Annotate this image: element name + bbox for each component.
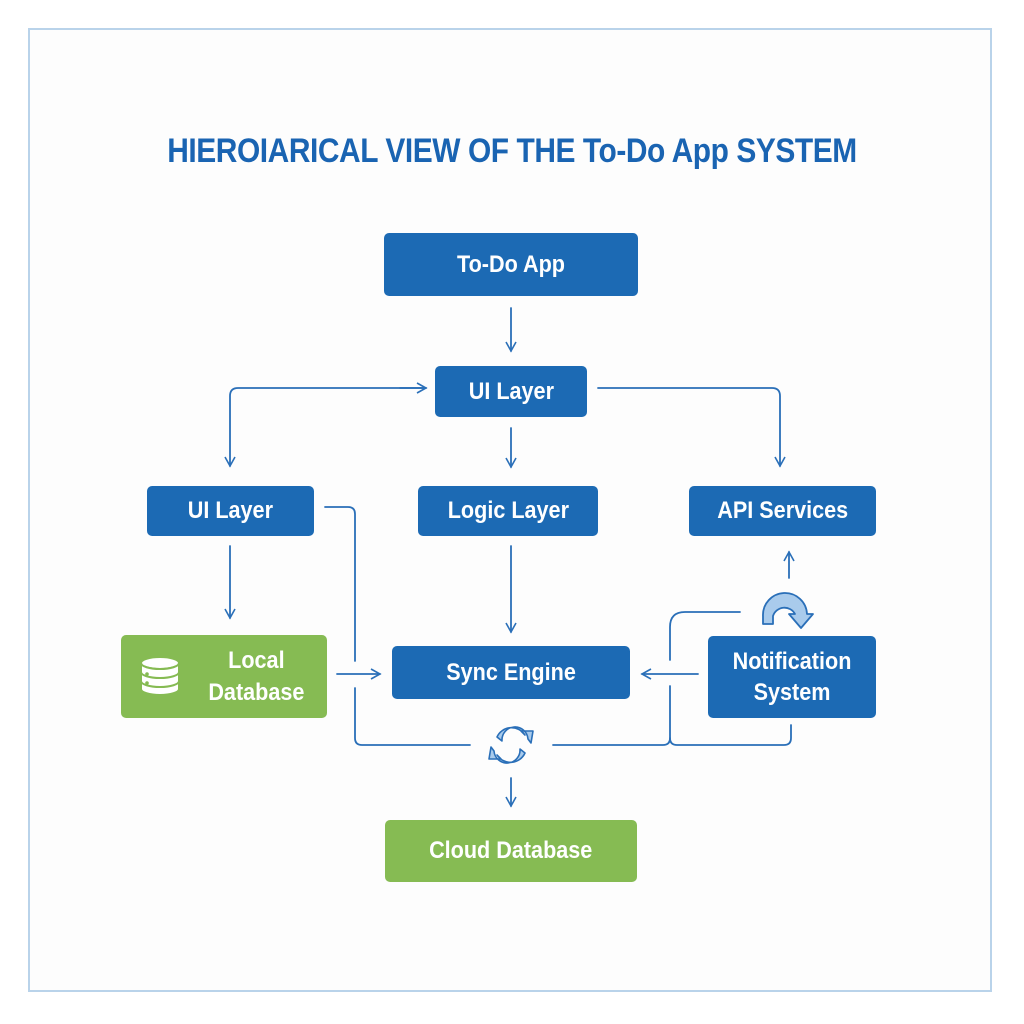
node-ui-layer-top[interactable]: UI Layer [435, 366, 587, 417]
node-notification-system[interactable]: Notification System [708, 636, 876, 718]
node-api-services[interactable]: API Services [689, 486, 876, 536]
node-label: UI Layer [468, 377, 554, 405]
node-label-line1: Notification [732, 647, 852, 675]
edge-ui-to-api [597, 387, 786, 468]
node-label: Cloud Database [429, 837, 593, 865]
node-label: API Services [717, 497, 848, 525]
node-label: Logic Layer [447, 497, 569, 525]
node-local-database[interactable]: Local Database [121, 635, 327, 718]
node-label-line2: Database [207, 678, 305, 706]
node-label: To-Do App [457, 250, 565, 278]
node-cloud-database[interactable]: Cloud Database [385, 820, 637, 882]
node-ui-layer-left[interactable]: UI Layer [147, 486, 314, 536]
node-sync-engine[interactable]: Sync Engine [392, 646, 630, 699]
node-todo-app[interactable]: To-Do App [384, 233, 638, 296]
curved-arrow-icon [762, 592, 814, 629]
edge-notif-loop [669, 611, 741, 661]
database-icon [139, 655, 181, 699]
node-label: UI Layer [187, 497, 274, 525]
edge-ui-left-loop [324, 506, 356, 662]
diagram-title: HIEROIARICAL VIEW OF THE To-Do App SYSTE… [167, 132, 857, 170]
node-label-line2: System [753, 679, 831, 706]
node-label: Sync Engine [446, 658, 576, 686]
edge-ui-to-ui-left [224, 387, 427, 468]
sync-icon [488, 726, 534, 764]
node-logic-layer[interactable]: Logic Layer [418, 486, 598, 536]
node-label-line1: Local [227, 647, 285, 675]
